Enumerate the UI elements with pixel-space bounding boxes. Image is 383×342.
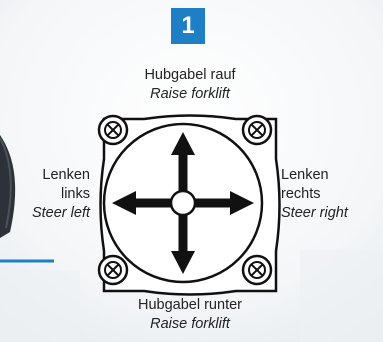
label-steer-right-en: Steer right (281, 205, 348, 221)
joystick-knob (169, 189, 197, 217)
label-raise-de: Hubgabel rauf (144, 67, 236, 83)
label-raise-en: Raise forklift (150, 86, 230, 102)
screw-icon-bottom-left (97, 254, 129, 286)
label-raise: Hubgabel rauf Raise forklift (90, 66, 290, 104)
step-number-badge: 1 (171, 8, 205, 44)
label-lower-en: Raise forklift (150, 316, 230, 332)
arrow-down-icon (171, 215, 195, 274)
arrow-left-icon (112, 191, 172, 215)
arrow-up-icon (171, 132, 195, 191)
label-steer-right-de-1: Lenken (281, 167, 329, 183)
label-steer-left-de-1: Lenken (42, 167, 90, 183)
screw-icon-top-left (97, 114, 129, 146)
label-lower-de: Hubgabel runter (138, 297, 242, 313)
label-steer-left-de-2: links (60, 186, 90, 202)
device-edge (0, 135, 16, 238)
label-lower: Hubgabel runter Raise forklift (90, 296, 290, 334)
screw-icon-top-right (241, 114, 273, 146)
label-steer-left: Lenken links Steer left (6, 166, 90, 223)
label-steer-left-en: Steer left (31, 205, 90, 221)
screw-icon-bottom-right (241, 254, 273, 286)
label-steer-right: Lenken rechts Steer right (281, 166, 381, 223)
arrow-right-icon (194, 191, 254, 215)
label-steer-right-de-2: rechts (281, 186, 321, 202)
